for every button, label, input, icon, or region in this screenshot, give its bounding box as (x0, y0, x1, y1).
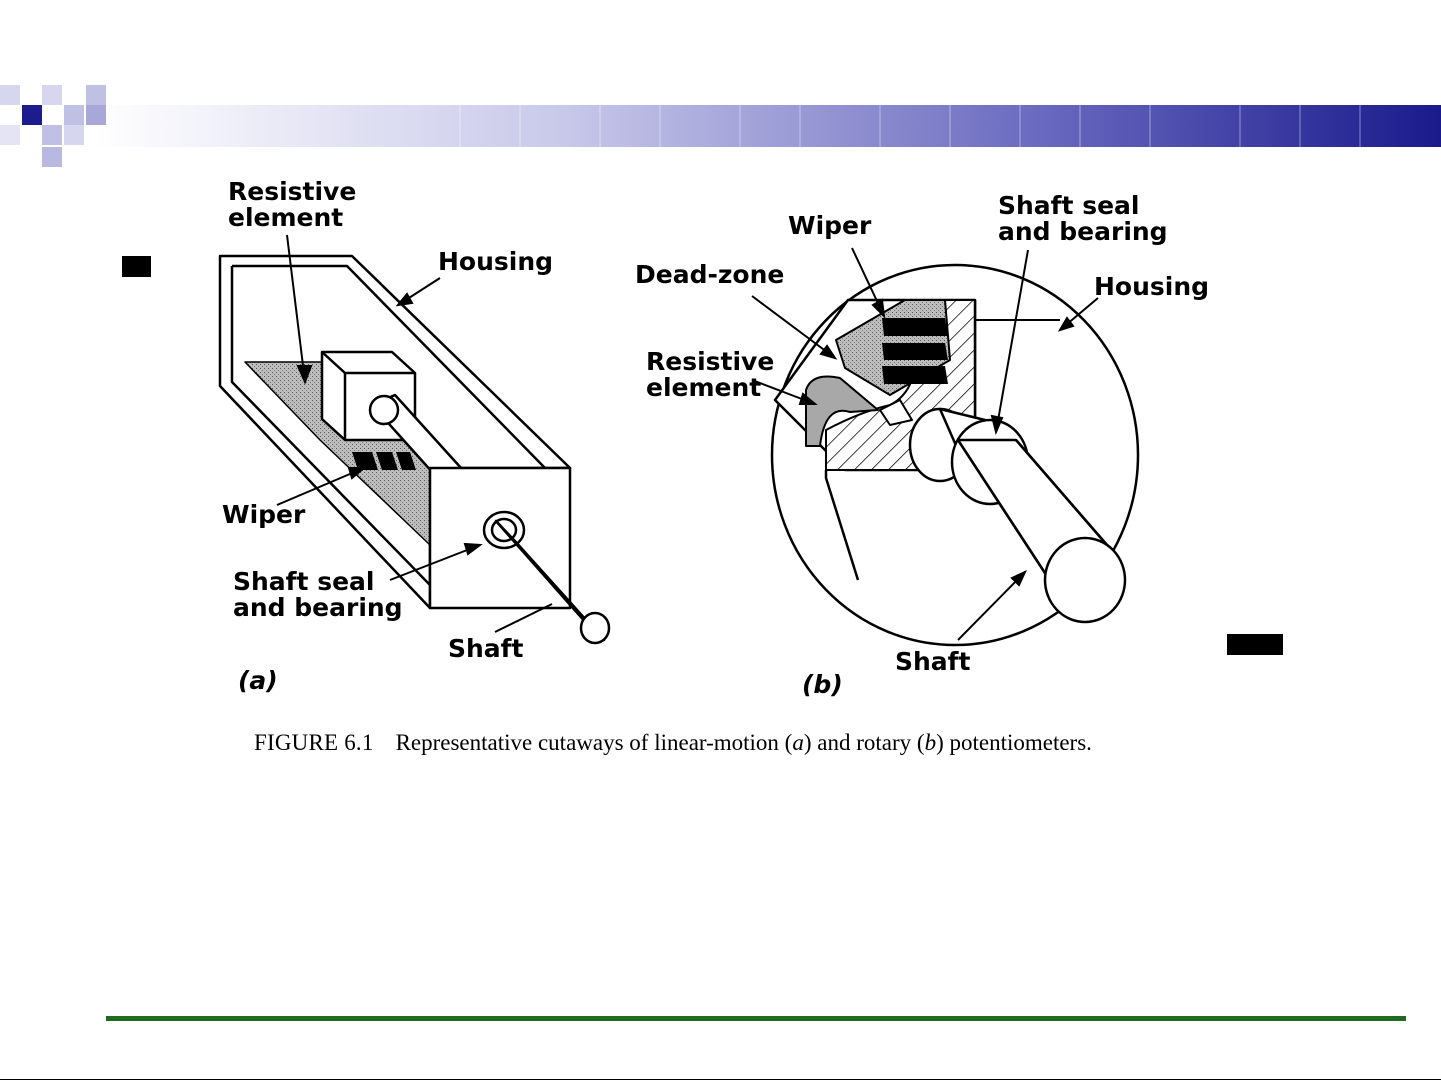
label-b-shaft: Shaft (895, 647, 971, 676)
figure-caption: FIGURE 6.1 Representative cutaways of lin… (254, 730, 1092, 756)
label-a-resistive-line2: element (228, 203, 343, 232)
footer-rule (106, 1016, 1406, 1021)
label-panel-b: (b) (802, 670, 843, 699)
label-a-wiper: Wiper (222, 500, 306, 529)
caption-text-1: Representative cutaways of linear-motion… (396, 730, 793, 755)
caption-text-3: ) potentiometers. (936, 730, 1092, 755)
label-a-resistive-line1: Resistive (228, 177, 356, 206)
label-b-shaft-seal-line2: and bearing (998, 217, 1168, 246)
label-b-shaft-seal-line1: Shaft seal (998, 191, 1139, 220)
black-mark-left (122, 256, 151, 277)
label-b-dead-zone: Dead-zone (635, 260, 784, 289)
caption-a: a (792, 730, 804, 755)
label-b-resistive-line1: Resistive (646, 347, 774, 376)
panel-b-drawing (772, 265, 1138, 645)
label-panel-a: (a) (238, 666, 278, 695)
label-a-housing: Housing (438, 247, 553, 276)
caption-b: b (925, 730, 937, 755)
label-a-shaft-seal-line1: Shaft seal (233, 567, 374, 596)
label-b-resistive-line2: element (646, 373, 761, 402)
label-a-shaft: Shaft (448, 634, 524, 663)
label-a-shaft-seal-line2: and bearing (233, 593, 403, 622)
bottom-border (0, 1079, 1441, 1080)
figure-number: FIGURE 6.1 (254, 730, 374, 755)
label-b-wiper: Wiper (788, 211, 872, 240)
caption-text-2: ) and rotary ( (804, 730, 925, 755)
label-b-housing: Housing (1094, 272, 1209, 301)
rotary-wiper-contacts (882, 318, 948, 384)
black-mark-right (1227, 634, 1283, 655)
